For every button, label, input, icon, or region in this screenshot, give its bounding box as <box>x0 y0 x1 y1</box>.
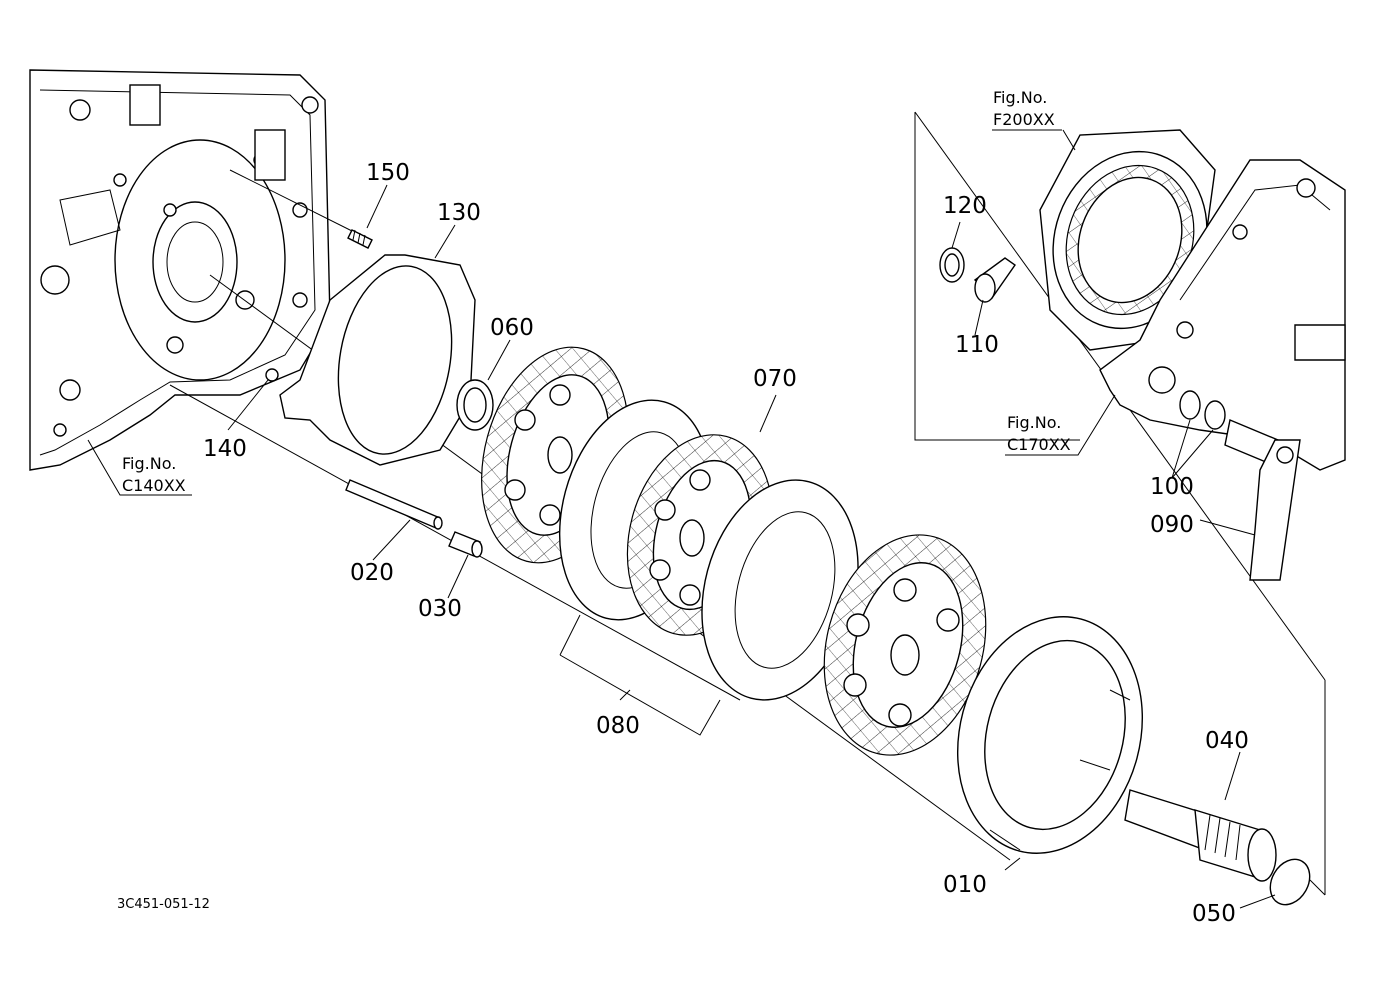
spring-150 <box>347 229 373 249</box>
fig-ref-f200-line1: Fig.No. <box>993 88 1047 107</box>
fig-ref-f200: Fig.No. F200XX <box>993 88 1055 129</box>
callout-100: 100 <box>1150 474 1194 500</box>
callout-130: 130 <box>437 200 481 226</box>
transmission-housing <box>29 69 331 471</box>
bearing-110 <box>973 257 1016 303</box>
callout-060: 060 <box>490 315 534 341</box>
o-ring-100-b <box>1204 400 1226 430</box>
piston-010 <box>956 616 1144 854</box>
ring-gear <box>1039 129 1216 351</box>
callout-120: 120 <box>943 193 987 219</box>
pin-020 <box>345 479 443 530</box>
ball-140 <box>265 368 279 382</box>
fig-ref-c170-line1: Fig.No. <box>1007 413 1061 432</box>
lever-090 <box>1224 419 1301 581</box>
drawing-code: 3C451-051-12 <box>117 897 210 912</box>
callout-050: 050 <box>1192 901 1236 927</box>
callout-110: 110 <box>955 332 999 358</box>
rear-housing <box>1099 159 1346 471</box>
callout-070: 070 <box>753 366 797 392</box>
callout-040: 040 <box>1205 728 1249 754</box>
callout-010: 010 <box>943 872 987 898</box>
callout-150: 150 <box>366 160 410 186</box>
collar-030 <box>448 531 483 558</box>
callout-030: 030 <box>418 596 462 622</box>
o-ring-100-a <box>1179 390 1201 420</box>
callout-080: 080 <box>596 713 640 739</box>
plate-130 <box>279 254 476 466</box>
friction-disc-3 <box>823 534 987 756</box>
callout-090: 090 <box>1150 512 1194 538</box>
shaft-gear-040 <box>1124 789 1277 882</box>
fig-ref-c140-line2: C140XX <box>122 476 186 495</box>
fig-ref-c170-line2: C170XX <box>1007 435 1071 454</box>
fig-ref-c170: Fig.No. C170XX <box>1007 413 1071 454</box>
snap-ring-060 <box>456 379 494 431</box>
fig-ref-c140: Fig.No. C140XX <box>122 454 186 495</box>
o-ring-050 <box>1269 858 1311 906</box>
fig-ref-f200-line2: F200XX <box>993 110 1055 129</box>
snap-ring-120 <box>939 247 965 283</box>
callout-140: 140 <box>203 436 247 462</box>
fig-ref-c140-line1: Fig.No. <box>122 454 176 473</box>
callout-020: 020 <box>350 560 394 586</box>
